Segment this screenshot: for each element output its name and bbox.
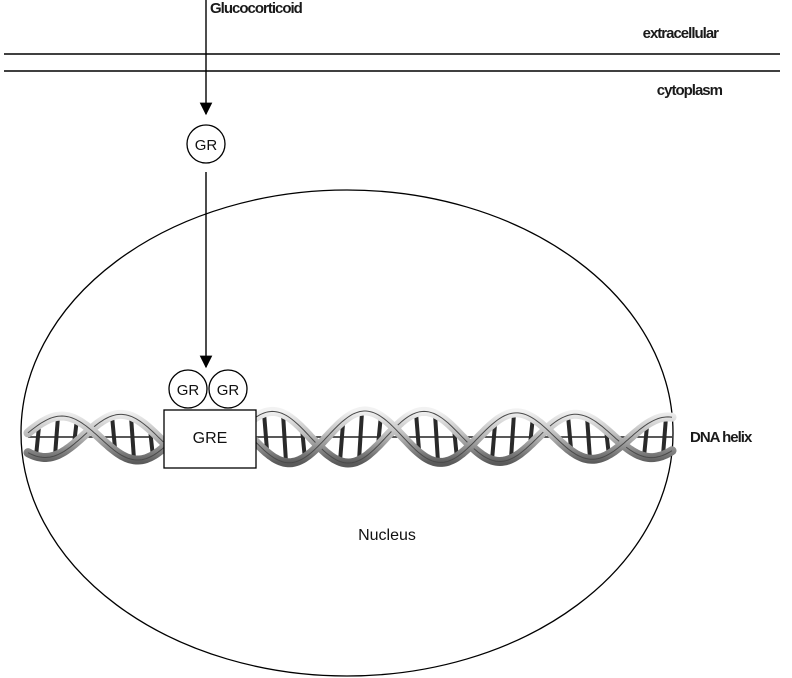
nucleus-label: Nucleus — [358, 527, 416, 544]
gre-label: GRE — [193, 430, 228, 447]
dna-helix — [23, 406, 677, 468]
receptor-dimer: GR GR — [168, 369, 248, 409]
base-pair-rung — [509, 413, 516, 460]
base-pair-rung — [642, 426, 649, 457]
glucocorticoid-label: Glucocorticoid — [210, 0, 303, 17]
dimer-left-label: GR — [177, 382, 200, 399]
glucocorticoid-response-element: GRE — [163, 409, 257, 469]
nucleus-outline — [20, 189, 674, 677]
base-pair-rung — [129, 416, 136, 460]
base-pair-rung — [585, 416, 592, 459]
receptor-label: GR — [195, 137, 218, 154]
base-pair-rung — [262, 412, 269, 451]
base-pair-rung — [281, 413, 288, 463]
base-pair-rung — [110, 415, 117, 449]
base-pair-rung — [53, 416, 60, 456]
dimer-right-label: GR — [217, 382, 240, 399]
base-pair-rung — [357, 411, 364, 461]
base-pair-rung — [490, 424, 497, 461]
dimer-right-circle — [208, 369, 248, 409]
cytoplasm-label: cytoplasm — [657, 82, 723, 99]
extracellular-label: extracellular — [643, 25, 720, 42]
base-pair-rung — [433, 413, 440, 462]
base-pair-rung — [566, 415, 573, 449]
base-pair-rung — [34, 426, 41, 457]
receptor-circle — [186, 124, 226, 164]
cell-membrane — [4, 53, 780, 72]
base-pair-rung — [338, 423, 345, 462]
gre-box — [163, 409, 257, 469]
cytoplasmic-receptor: GR — [186, 124, 226, 164]
dna-helix-label: DNA helix — [690, 429, 753, 446]
base-pair-rung — [414, 412, 421, 451]
base-pair-rung — [661, 417, 668, 456]
dna-strand-b-edge — [27, 410, 673, 464]
dimer-left-circle — [168, 369, 208, 409]
dna-strand-a-edge — [27, 410, 673, 464]
